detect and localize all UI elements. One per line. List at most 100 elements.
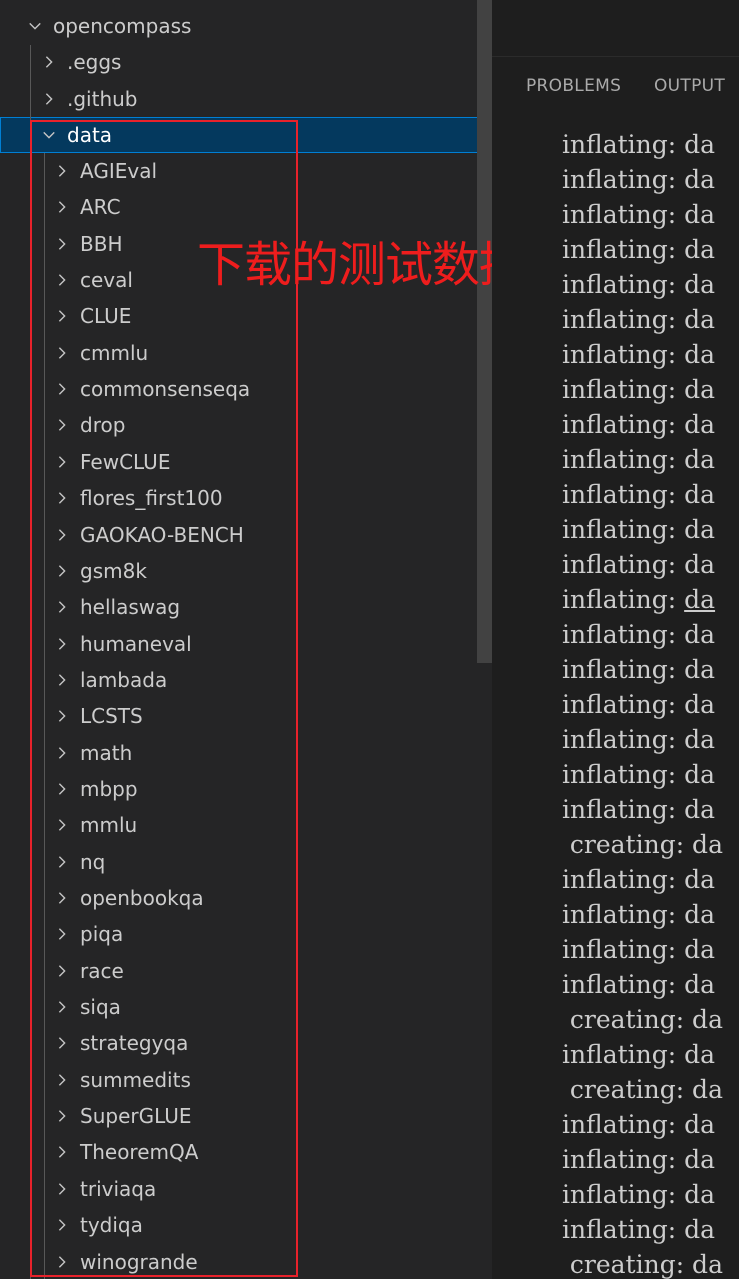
- tree-folder-data-selected[interactable]: data: [0, 117, 492, 153]
- tree-root-opencompass[interactable]: opencompass: [0, 8, 492, 44]
- terminal-line: inflating: da: [554, 410, 716, 439]
- terminal-line: inflating: da: [554, 550, 716, 579]
- chevron-right-icon: [51, 487, 73, 509]
- tree-item-label: triviaqa: [80, 1176, 157, 1201]
- tree-folder[interactable]: GAOKAO-BENCH: [0, 517, 492, 553]
- chevron-down-icon: [24, 15, 46, 37]
- tree-folder[interactable]: commonsenseqa: [0, 371, 492, 407]
- annotation-text: 下载的测试数据: [197, 237, 527, 293]
- chevron-right-icon: [51, 596, 73, 618]
- chevron-right-icon: [51, 742, 73, 764]
- tree-folder[interactable]: openbookqa: [0, 880, 492, 916]
- tree-item-label: gsm8k: [80, 558, 147, 583]
- chevron-right-icon: [51, 378, 73, 400]
- tree-folder[interactable]: .github: [0, 81, 492, 117]
- tree-folder[interactable]: math: [0, 735, 492, 771]
- terminal-line: inflating: da: [554, 200, 716, 229]
- tree-item-label: commonsenseqa: [80, 377, 251, 402]
- terminal-line: inflating: da: [554, 865, 716, 894]
- tree-item-label: CLUE: [80, 304, 132, 329]
- tree-item-label: BBH: [80, 231, 123, 256]
- terminal-line: creating: da: [554, 1075, 723, 1104]
- chevron-right-icon: [51, 305, 73, 327]
- tree-item-label: ceval: [80, 268, 133, 293]
- tree-folder[interactable]: strategyqa: [0, 1025, 492, 1061]
- terminal-line: inflating: da: [554, 585, 716, 614]
- chevron-right-icon: [51, 996, 73, 1018]
- chevron-right-icon: [51, 814, 73, 836]
- tree-item-label: opencompass: [53, 14, 192, 38]
- terminal-line: inflating: da: [554, 655, 716, 684]
- tree-folder[interactable]: siqa: [0, 989, 492, 1025]
- terminal-line: inflating: da: [554, 795, 716, 824]
- tree-folder[interactable]: BBH: [0, 226, 492, 262]
- terminal-line: inflating: da: [554, 130, 716, 159]
- tree-item-label: .eggs: [67, 50, 122, 75]
- tree-folder[interactable]: winogrande: [0, 1244, 492, 1279]
- tree-folder[interactable]: cmmlu: [0, 335, 492, 371]
- tree-folder[interactable]: AGIEval: [0, 153, 492, 189]
- terminal-line: inflating: da: [554, 935, 716, 964]
- terminal-line: inflating: da: [554, 690, 716, 719]
- terminal-line: inflating: da: [554, 620, 716, 649]
- tree-folder[interactable]: flores_first100: [0, 480, 492, 516]
- terminal-line: inflating: da: [554, 760, 716, 789]
- tree-folder[interactable]: summedits: [0, 1062, 492, 1098]
- tree-folder[interactable]: mbpp: [0, 771, 492, 807]
- tree-folder[interactable]: SuperGLUE: [0, 1098, 492, 1134]
- tree-folder[interactable]: race: [0, 953, 492, 989]
- chevron-right-icon: [38, 88, 60, 110]
- chevron-right-icon: [51, 1251, 73, 1273]
- tree-item-label: tydiqa: [80, 1213, 143, 1238]
- chevron-right-icon: [51, 633, 73, 655]
- chevron-right-icon: [38, 51, 60, 73]
- tree-folder[interactable]: .eggs: [0, 44, 492, 80]
- tree-item-label: FewCLUE: [80, 449, 171, 474]
- terminal-line: inflating: da: [554, 165, 716, 194]
- tab-problems[interactable]: PROBLEMS: [526, 76, 622, 96]
- tree-item-label: .github: [67, 86, 138, 111]
- tree-folder[interactable]: lambada: [0, 662, 492, 698]
- terminal-line: creating: da: [554, 830, 723, 859]
- tree-item-label: siqa: [80, 995, 121, 1020]
- tree-item-label: drop: [80, 413, 126, 438]
- tree-item-label: winogrande: [80, 1249, 198, 1274]
- tab-output[interactable]: OUTPUT: [654, 76, 726, 96]
- tree-folder[interactable]: mmlu: [0, 807, 492, 843]
- tree-folder[interactable]: CLUE: [0, 298, 492, 334]
- tree-item-label: cmmlu: [80, 340, 149, 365]
- terminal-line: inflating: da: [554, 235, 716, 264]
- tree-folder[interactable]: ceval: [0, 262, 492, 298]
- terminal-line: inflating: da: [554, 305, 716, 334]
- tree-folder[interactable]: hellaswag: [0, 589, 492, 625]
- terminal-line: inflating: da: [554, 480, 716, 509]
- tree-item-label: GAOKAO-BENCH: [80, 522, 244, 547]
- terminal-line: inflating: da: [554, 1215, 716, 1244]
- chevron-right-icon: [51, 1141, 73, 1163]
- tree-folder[interactable]: LCSTS: [0, 698, 492, 734]
- explorer-scrollbar[interactable]: [477, 0, 492, 663]
- terminal-line: inflating: da: [554, 900, 716, 929]
- tree-folder[interactable]: ARC: [0, 189, 492, 225]
- tree-folder[interactable]: FewCLUE: [0, 444, 492, 480]
- terminal-line: inflating: da: [554, 375, 716, 404]
- indent-guide: [30, 45, 31, 1279]
- tree-folder[interactable]: humaneval: [0, 626, 492, 662]
- terminal-line: inflating: da: [554, 1145, 716, 1174]
- chevron-right-icon: [51, 160, 73, 182]
- tree-folder[interactable]: gsm8k: [0, 553, 492, 589]
- tree-folder[interactable]: TheoremQA: [0, 1134, 492, 1170]
- tree-folder[interactable]: drop: [0, 407, 492, 443]
- chevron-right-icon: [51, 233, 73, 255]
- chevron-right-icon: [51, 669, 73, 691]
- tree-item-label: piqa: [80, 922, 124, 947]
- panel-header-area: [492, 0, 739, 57]
- tree-folder[interactable]: piqa: [0, 916, 492, 952]
- tree-folder[interactable]: nq: [0, 844, 492, 880]
- chevron-right-icon: [51, 451, 73, 473]
- terminal-line: creating: da: [554, 1005, 723, 1034]
- tree-folder[interactable]: tydiqa: [0, 1207, 492, 1243]
- terminal-line: inflating: da: [554, 970, 716, 999]
- tree-folder[interactable]: triviaqa: [0, 1171, 492, 1207]
